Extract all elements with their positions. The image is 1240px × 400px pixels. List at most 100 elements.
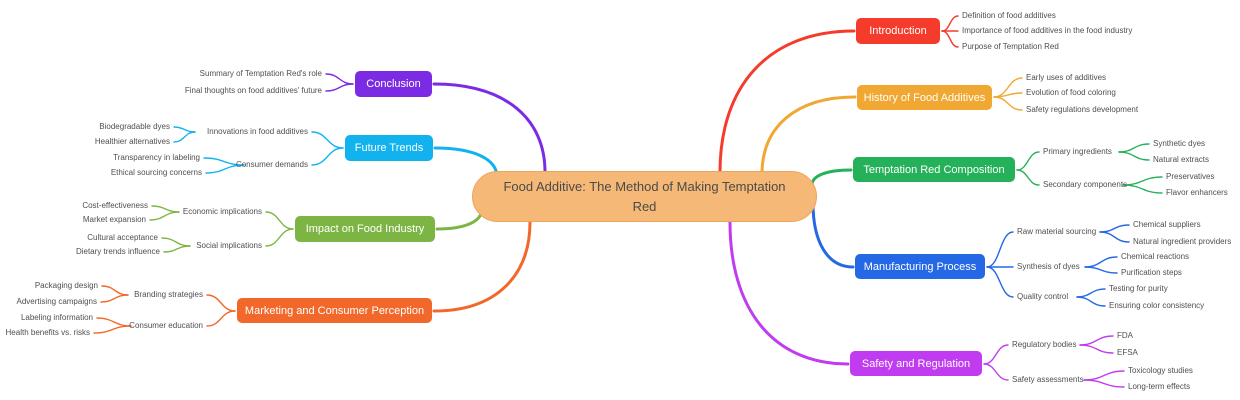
topic-raw-material-sourcing[interactable]: Raw material sourcing xyxy=(1017,227,1097,236)
topic-biodegradable-dyes[interactable]: Biodegradable dyes xyxy=(99,122,170,131)
topic-toxicology-studies[interactable]: Toxicology studies xyxy=(1128,366,1193,375)
topic-innovations[interactable]: Innovations in food additives xyxy=(207,127,308,136)
topic-health-benefits-vs-risks[interactable]: Health benefits vs. risks xyxy=(5,328,90,337)
topic-transparency-labeling[interactable]: Transparency in labeling xyxy=(113,153,200,162)
branch-connector xyxy=(432,220,532,313)
topic-definition-of-food-additives[interactable]: Definition of food additives xyxy=(962,11,1056,20)
branch-connector xyxy=(93,325,132,334)
branch-connector xyxy=(163,245,191,253)
branch-connector xyxy=(1099,224,1130,233)
topic-synthesis-of-dyes[interactable]: Synthesis of dyes xyxy=(1017,262,1080,271)
topic-ensuring-color-consistency[interactable]: Ensuring color consistency xyxy=(1109,301,1205,310)
topic-natural-extracts[interactable]: Natural extracts xyxy=(1153,155,1210,164)
topic-primary-ingredients[interactable]: Primary ingredients xyxy=(1043,147,1112,156)
topic-safety-assessments[interactable]: Safety assessments xyxy=(1012,375,1084,384)
branch-conclusion[interactable]: Conclusion xyxy=(355,71,432,97)
branch-introduction[interactable]: Introduction xyxy=(856,18,940,44)
topic-dietary-trends[interactable]: Dietary trends influence xyxy=(75,247,160,256)
topic-synthetic-dyes[interactable]: Synthetic dyes xyxy=(1153,139,1206,148)
topic-safety-regulations[interactable]: Safety regulations development xyxy=(1026,105,1139,114)
branch-connector xyxy=(1084,266,1118,274)
topic-efsa[interactable]: EFSA xyxy=(1117,348,1138,357)
branch-connector xyxy=(993,77,1023,98)
branch-connector xyxy=(1016,151,1040,171)
topic-natural-ingredient-providers[interactable]: Natural ingredient providers xyxy=(1133,237,1232,246)
topic-packaging-design[interactable]: Packaging design xyxy=(34,281,98,290)
topic-consumer-education[interactable]: Consumer education xyxy=(129,321,203,330)
branch-connector xyxy=(1118,151,1150,161)
topic-quality-control[interactable]: Quality control xyxy=(1017,292,1069,301)
central-topic[interactable]: Food Additive: The Method of Making Temp… xyxy=(472,171,817,222)
topic-purification-steps[interactable]: Purification steps xyxy=(1121,268,1182,277)
topic-regulatory-bodies[interactable]: Regulatory bodies xyxy=(1012,340,1077,349)
topic-ethical-sourcing[interactable]: Ethical sourcing concerns xyxy=(110,168,202,177)
branch-connector xyxy=(1076,296,1106,307)
branch-connector xyxy=(1076,288,1106,298)
topic-flavor-enhancers[interactable]: Flavor enhancers xyxy=(1166,188,1228,197)
branch-connector xyxy=(1122,184,1163,194)
branch-connector xyxy=(173,126,196,133)
branch-manufacturing[interactable]: Manufacturing Process xyxy=(855,254,985,279)
branch-future-trends[interactable]: Future Trends xyxy=(345,135,433,161)
branch-history[interactable]: History of Food Additives xyxy=(857,85,992,110)
branch-connector xyxy=(311,131,344,149)
topic-cultural-acceptance[interactable]: Cultural acceptance xyxy=(87,233,158,242)
branch-connector xyxy=(718,29,856,174)
branch-connector xyxy=(325,83,354,92)
branch-connector xyxy=(810,168,853,187)
branch-connector xyxy=(1083,379,1125,388)
branch-connector xyxy=(265,211,294,230)
branch-connector xyxy=(101,285,129,296)
topic-consumer-demands[interactable]: Consumer demands xyxy=(235,160,308,169)
branch-connector xyxy=(983,363,1009,381)
branch-connector xyxy=(311,147,344,166)
branch-connector xyxy=(993,92,1023,98)
branch-connector xyxy=(149,211,180,221)
branch-connector xyxy=(811,201,855,269)
branch-connector xyxy=(1099,231,1130,243)
topic-fda[interactable]: FDA xyxy=(1117,331,1133,340)
topic-cost-effectiveness[interactable]: Cost-effectiveness xyxy=(82,201,148,210)
topic-preservatives[interactable]: Preservatives xyxy=(1166,172,1215,181)
branch-connector xyxy=(1083,370,1125,381)
topic-chemical-reactions[interactable]: Chemical reactions xyxy=(1121,252,1190,261)
branch-connector xyxy=(265,228,294,247)
branch-connector xyxy=(1079,344,1114,354)
topic-long-term-effects[interactable]: Long-term effects xyxy=(1128,382,1191,391)
topic-evolution-food-coloring[interactable]: Evolution of food coloring xyxy=(1026,88,1116,97)
branch-connector xyxy=(206,310,236,327)
topic-secondary-components[interactable]: Secondary components xyxy=(1043,180,1128,189)
topic-summary-role[interactable]: Summary of Temptation Red's role xyxy=(199,69,322,78)
topic-early-uses[interactable]: Early uses of additives xyxy=(1026,73,1107,82)
branch-connector xyxy=(986,231,1014,268)
branch-connector xyxy=(1079,335,1114,346)
branch-marketing[interactable]: Marketing and Consumer Perception xyxy=(237,298,432,323)
topic-branding-strategies[interactable]: Branding strategies xyxy=(134,290,203,299)
topic-final-thoughts[interactable]: Final thoughts on food additives' future xyxy=(184,86,322,95)
branch-safety[interactable]: Safety and Regulation xyxy=(850,351,982,376)
branch-connector xyxy=(206,294,236,312)
topic-testing-for-purity[interactable]: Testing for purity xyxy=(1109,284,1168,293)
branch-composition[interactable]: Temptation Red Composition xyxy=(853,157,1015,182)
branch-connector xyxy=(941,30,959,48)
branch-connector xyxy=(941,15,959,32)
topic-advertising-campaigns[interactable]: Advertising campaigns xyxy=(16,297,97,306)
branch-connector xyxy=(151,205,180,213)
topic-importance-of-food-additives[interactable]: Importance of food additives in the food… xyxy=(962,26,1133,35)
branch-connector xyxy=(161,237,191,247)
topic-labeling-information[interactable]: Labeling information xyxy=(20,313,93,322)
branch-connector xyxy=(1122,176,1163,186)
branch-impact[interactable]: Impact on Food Industry xyxy=(295,216,435,242)
branch-connector xyxy=(96,317,132,327)
branch-connector xyxy=(983,344,1009,365)
branch-connector xyxy=(173,131,196,143)
topic-chemical-suppliers[interactable]: Chemical suppliers xyxy=(1133,220,1201,229)
branch-connector xyxy=(1084,256,1118,268)
topic-social-implications[interactable]: Social implications xyxy=(196,241,262,250)
branch-connector xyxy=(986,266,1014,298)
topic-economic-implications[interactable]: Economic implications xyxy=(182,207,262,216)
topic-purpose-of-temptation-red[interactable]: Purpose of Temptation Red xyxy=(962,42,1059,51)
topic-market-expansion[interactable]: Market expansion xyxy=(82,215,146,224)
topic-healthier-alternatives[interactable]: Healthier alternatives xyxy=(94,137,170,146)
